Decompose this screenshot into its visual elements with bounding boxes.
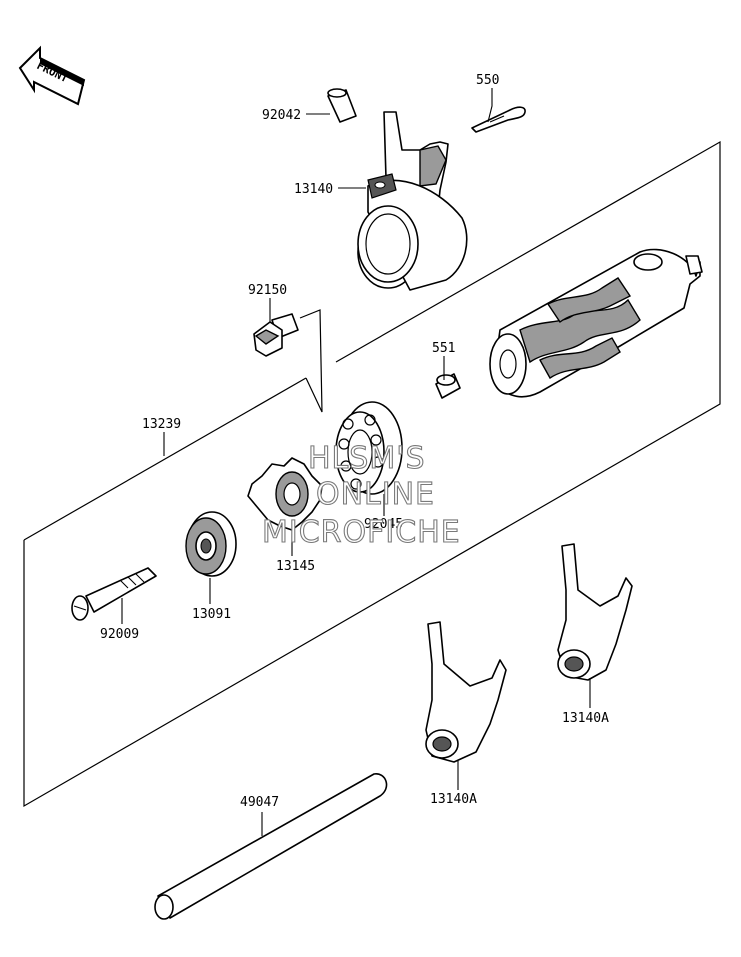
label-550: 550 <box>476 73 499 88</box>
label-92045: 92045 <box>364 517 403 532</box>
bolt-92150 <box>253 313 299 357</box>
label-13145: 13145 <box>276 559 315 574</box>
leader-lines <box>121 88 591 836</box>
front-arrow-icon: FRONT <box>18 45 86 106</box>
shift-fork-13140a-right <box>557 543 633 681</box>
watermark-line-1: HLSM'S <box>308 441 426 476</box>
collar-13091 <box>185 511 237 577</box>
screw-92009 <box>71 567 157 621</box>
watermark-line-3: MICROFICHE <box>262 515 461 550</box>
cotter-pin-550 <box>471 106 526 133</box>
label-92150: 92150 <box>248 283 287 298</box>
star-wheel-13145 <box>247 457 323 531</box>
label-13140a-right: 13140A <box>562 711 609 726</box>
watermark-line-2: ONLINE <box>316 477 435 512</box>
label-92009: 92009 <box>100 627 139 642</box>
shift-drum <box>489 248 703 398</box>
label-13140a-left: 13140A <box>430 792 477 807</box>
pin-92042 <box>327 88 357 123</box>
dowel-pin-551 <box>435 373 461 399</box>
label-13091: 13091 <box>192 607 231 622</box>
label-49047: 49047 <box>240 795 279 810</box>
shift-fork-13140 <box>357 111 468 291</box>
label-551: 551 <box>432 341 455 356</box>
label-92042: 92042 <box>262 108 301 123</box>
part-labels: 550 92042 13140 92150 551 13239 92045 13… <box>100 73 609 810</box>
label-13239: 13239 <box>142 417 181 432</box>
bearing-92045 <box>335 401 403 495</box>
watermark: HLSM'S ONLINE MICROFICHE <box>261 440 461 550</box>
assembly-outline <box>23 140 721 808</box>
label-13140: 13140 <box>294 182 333 197</box>
shift-fork-13140a-left <box>425 621 507 763</box>
shaft-49047 <box>154 773 388 920</box>
